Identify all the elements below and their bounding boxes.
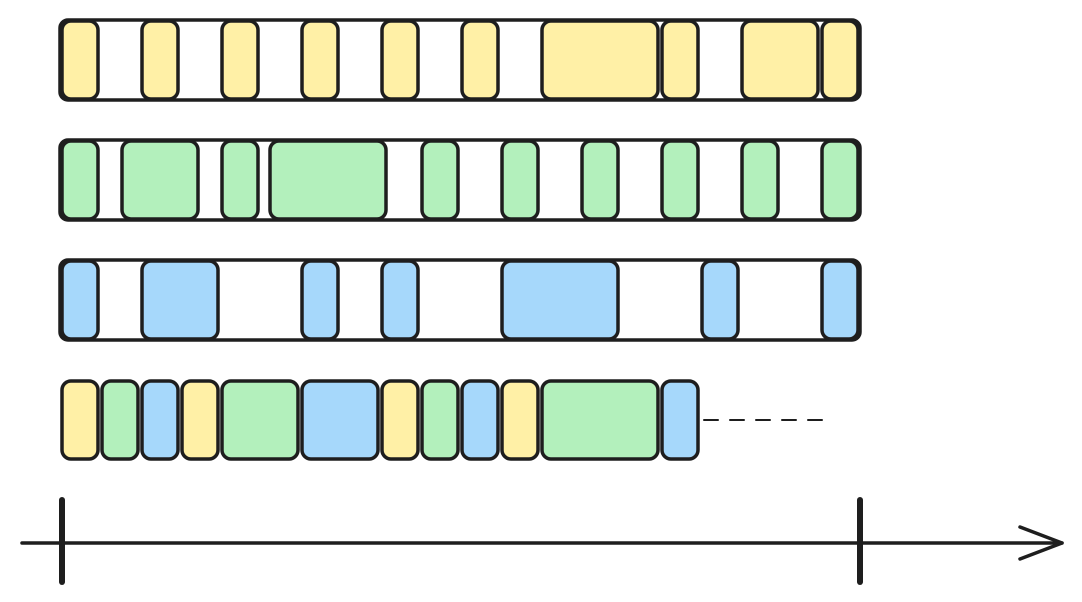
segment-blue: [140, 259, 220, 341]
segment-yellow: [300, 19, 340, 101]
segment-green: [60, 139, 100, 221]
segment-green: [580, 139, 620, 221]
yellow-track: [58, 18, 862, 102]
blue-track: [58, 258, 862, 342]
green-track: [58, 138, 862, 222]
segment-green: [820, 139, 860, 221]
segment-blue: [660, 379, 700, 461]
segment-yellow: [460, 19, 500, 101]
segment-yellow: [540, 19, 660, 101]
segment-green: [540, 379, 660, 461]
segment-yellow: [500, 379, 540, 461]
segment-blue: [60, 259, 100, 341]
segment-yellow: [220, 19, 260, 101]
segment-blue: [300, 259, 340, 341]
segment-green: [120, 139, 200, 221]
segment-green: [268, 139, 388, 221]
segment-green: [660, 139, 700, 221]
segment-green: [220, 139, 260, 221]
segment-yellow: [60, 379, 100, 461]
segment-yellow: [380, 379, 420, 461]
segment-blue: [500, 259, 620, 341]
segment-green: [740, 139, 780, 221]
segment-yellow: [380, 19, 420, 101]
segment-yellow: [60, 19, 100, 101]
segment-yellow: [820, 19, 860, 101]
segment-yellow: [660, 19, 700, 101]
segment-blue: [820, 259, 860, 341]
segment-blue: [300, 379, 380, 461]
segment-blue: [460, 379, 500, 461]
segment-green: [420, 379, 460, 461]
segment-yellow: [740, 19, 820, 101]
segment-yellow: [180, 379, 220, 461]
track-outline: [58, 258, 862, 342]
segment-green: [500, 139, 540, 221]
segment-green: [420, 139, 460, 221]
segment-blue: [140, 379, 180, 461]
track-outline: [58, 18, 862, 102]
merged-track: [60, 379, 823, 461]
segment-green: [100, 379, 140, 461]
segment-yellow: [140, 19, 180, 101]
segment-blue: [700, 259, 740, 341]
segment-green: [220, 379, 300, 461]
axis-arrowhead: [1018, 525, 1064, 561]
time-axis: [20, 497, 1064, 585]
track-outline: [58, 138, 862, 222]
segment-blue: [380, 259, 420, 341]
